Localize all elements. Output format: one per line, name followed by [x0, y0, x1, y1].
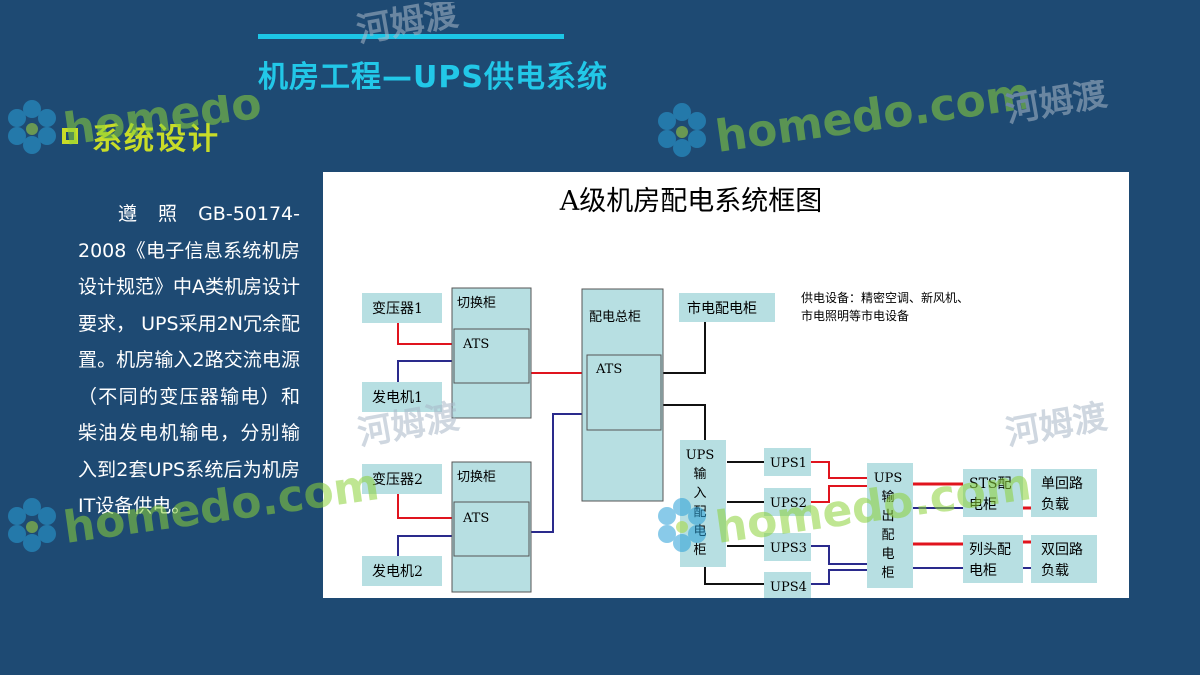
- wiring: [397, 322, 1031, 585]
- boxes: [362, 287, 1097, 598]
- single-load-label-line1: 单回路: [1041, 476, 1083, 492]
- wire-generator2: [397, 535, 454, 556]
- wire-main-to-ups-input: [661, 404, 706, 440]
- ups2-label: UPS2: [770, 496, 807, 511]
- wire-ats-b-to-main: [529, 413, 587, 533]
- watermark-homedo-right: homedo.com 河姆渡: [648, 80, 1198, 170]
- head-cabinet-box: [963, 535, 1023, 583]
- section-heading: 系统设计: [62, 114, 220, 158]
- diagram-title: A级机房配电系统框图: [559, 186, 823, 217]
- watermark-cn-text: 河姆渡: [1003, 80, 1110, 131]
- generator2-box: [362, 556, 442, 586]
- wire-ups3-out: [811, 545, 867, 565]
- square-bullet-icon: [62, 128, 78, 144]
- city-cabinet-box: [679, 293, 775, 322]
- ats-main-box: [586, 354, 662, 431]
- ups-input-char: UPS: [686, 448, 715, 463]
- slide-title: 机房工程—UPS供电系统: [258, 60, 608, 95]
- ups-output-char: 出: [881, 509, 894, 524]
- diagram-canvas: A级机房配电系统框图: [362, 186, 1097, 598]
- generator1-box: [362, 382, 442, 412]
- body-paragraph: 遵照GB-50174-2008《电子信息系统机房设计规范》中A类机房设计要求， …: [78, 203, 300, 517]
- ups-output-char: 配: [881, 528, 894, 543]
- watermark-brand-text: homedo.com: [712, 80, 1034, 163]
- note-line-2: 市电照明等市电设备: [801, 308, 909, 323]
- wire-in-ups4: [704, 567, 764, 585]
- ups-output-box: [867, 463, 913, 588]
- ups-output-char: 柜: [881, 566, 894, 581]
- city-cabinet-label: 市电配电柜: [687, 300, 757, 317]
- ups1-box: [764, 448, 811, 476]
- note-line-1: 供电设备：精密空调、新风机、: [801, 290, 969, 305]
- ups-output-char: UPS: [874, 471, 903, 486]
- transformer2-label: 变压器2: [372, 472, 423, 488]
- single-load-box: [1031, 469, 1097, 517]
- ups4-label: UPS4: [770, 580, 807, 595]
- ats-a-box: [453, 328, 530, 384]
- ups2-box: [764, 488, 811, 516]
- generator1-label: 发电机1: [372, 390, 423, 406]
- single-load-label-line2: 负载: [1041, 497, 1069, 513]
- watermark-cn-text: 河姆渡: [355, 2, 461, 51]
- watermark-cn-top: 河姆渡: [355, 2, 485, 52]
- ats-b-label: ATS: [462, 511, 489, 526]
- ups-input-char: 输: [693, 466, 706, 482]
- dual-load-box: [1031, 535, 1097, 583]
- dual-load-label-line1: 双回路: [1041, 542, 1083, 558]
- ups1-label: UPS1: [770, 456, 807, 471]
- generator2-label: 发电机2: [372, 564, 423, 580]
- ups4-box: [764, 572, 811, 598]
- wire-ups4-out: [811, 569, 867, 585]
- ups-input-char: 柜: [693, 543, 706, 558]
- switch-cabinet-b-label: 切换柜: [457, 470, 496, 485]
- sts-cabinet-box: [963, 469, 1023, 517]
- dual-load-label-line2: 负载: [1041, 563, 1069, 579]
- ups3-box: [764, 533, 811, 561]
- power-distribution-diagram: A级机房配电系统框图: [323, 172, 1129, 598]
- ats-a-label: ATS: [462, 337, 489, 352]
- ups-output-char: 输: [881, 489, 894, 505]
- title-accent-bar: [258, 34, 564, 39]
- switch-cabinet-a-label: 切换柜: [457, 296, 496, 311]
- transformer1-label: 变压器1: [372, 301, 423, 317]
- ups3-label: UPS3: [770, 541, 807, 556]
- flower-logo-icon: [658, 103, 706, 157]
- head-label-line2: 电柜: [969, 563, 997, 579]
- wire-ups2-out: [811, 485, 867, 503]
- wire-main-to-city: [661, 322, 706, 374]
- ups-output-char: 电: [881, 547, 894, 562]
- sts-label-line2: 电柜: [969, 497, 997, 513]
- wire-transformer1: [397, 323, 454, 345]
- head-label-line1: 列头配: [969, 542, 1011, 558]
- wire-generator1: [397, 360, 454, 382]
- ups-output-label: UPS 输 出 配 电 柜: [874, 471, 903, 581]
- section-label: 系统设计: [92, 122, 220, 157]
- wire-ups1-out: [811, 461, 867, 479]
- flower-logo-icon: [8, 100, 56, 154]
- ups-input-char: 配: [693, 505, 706, 520]
- sts-label-line1: STS配: [969, 476, 1012, 492]
- flower-logo-icon: [8, 498, 56, 552]
- transformer1-box: [362, 293, 442, 323]
- ats-b-box: [453, 501, 530, 557]
- transformer2-box: [362, 464, 442, 494]
- main-cabinet-label: 配电总柜: [589, 310, 641, 325]
- ups-input-char: 入: [693, 486, 706, 501]
- ats-main-label: ATS: [595, 362, 622, 377]
- wire-transformer2: [397, 494, 454, 519]
- ups-input-char: 电: [693, 524, 706, 539]
